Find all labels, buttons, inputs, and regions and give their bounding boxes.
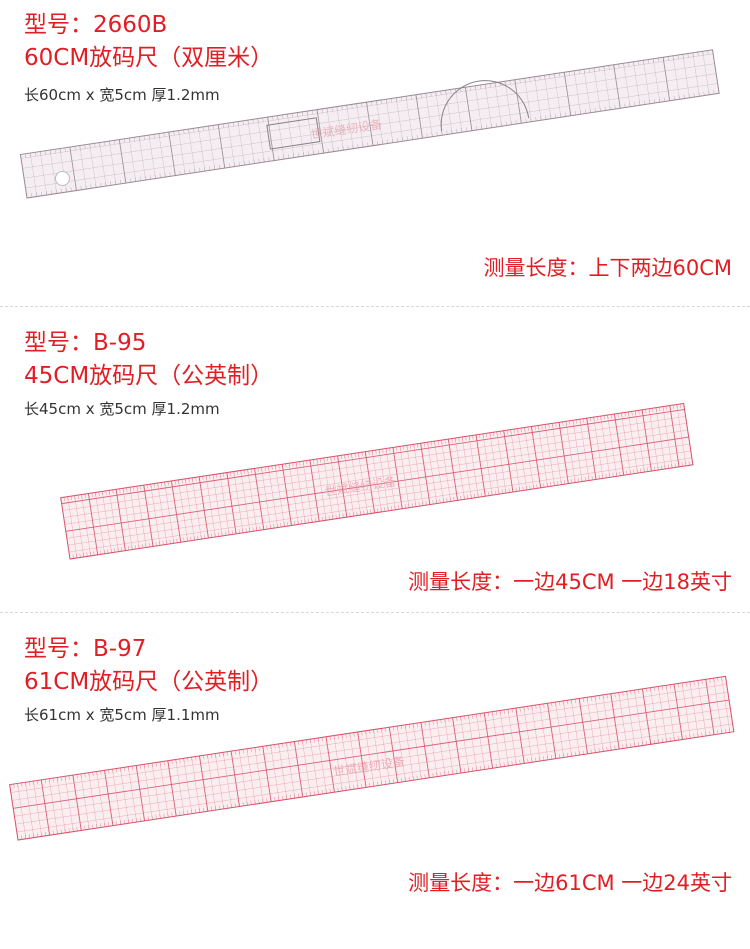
pink-ruler: 世斌缝纫设备 [9,675,735,841]
product-name: 61CM放码尺（公英制） [24,669,274,695]
measure-length-text: 测量长度：一边45CM 一边18英寸 [408,570,732,594]
hanging-hole-icon [54,170,70,186]
protractor-arc-icon [440,80,530,132]
product-section-b95: 型号：B-95 45CM放码尺（公英制） 长45cm x 宽5cm 厚1.2mm… [0,306,750,612]
grid-block-marking [266,117,321,150]
model-label: 型号：B-97 [24,636,147,662]
measure-length-text: 测量长度：一边61CM 一边24英寸 [408,871,732,895]
product-section-b97: 型号：B-97 61CM放码尺（公英制） 长61cm x 宽5cm 厚1.1mm… [0,612,750,918]
dimensions-text: 长60cm x 宽5cm 厚1.2mm [24,86,220,104]
dimensions-text: 长61cm x 宽5cm 厚1.1mm [24,706,220,724]
ruler-image-b97: 世斌缝纫设备 [9,675,735,841]
model-label: 型号：2660B [24,12,168,38]
clear-ruler: 世斌缝纫设备 [19,49,720,199]
model-label: 型号：B-95 [24,330,147,356]
product-section-2660b: 型号：2660B 60CM放码尺（双厘米） 长60cm x 宽5cm 厚1.2m… [0,0,750,306]
dimensions-text: 长45cm x 宽5cm 厚1.2mm [24,400,220,418]
pink-ruler: 世斌缝纫设备 [60,402,694,560]
measure-length-text: 测量长度：上下两边60CM [483,256,732,280]
ruler-image-b95: 世斌缝纫设备 [60,402,694,560]
product-name: 60CM放码尺（双厘米） [24,45,274,71]
product-name: 45CM放码尺（公英制） [24,363,274,389]
ruler-image-2660b: 世斌缝纫设备 [19,49,720,199]
